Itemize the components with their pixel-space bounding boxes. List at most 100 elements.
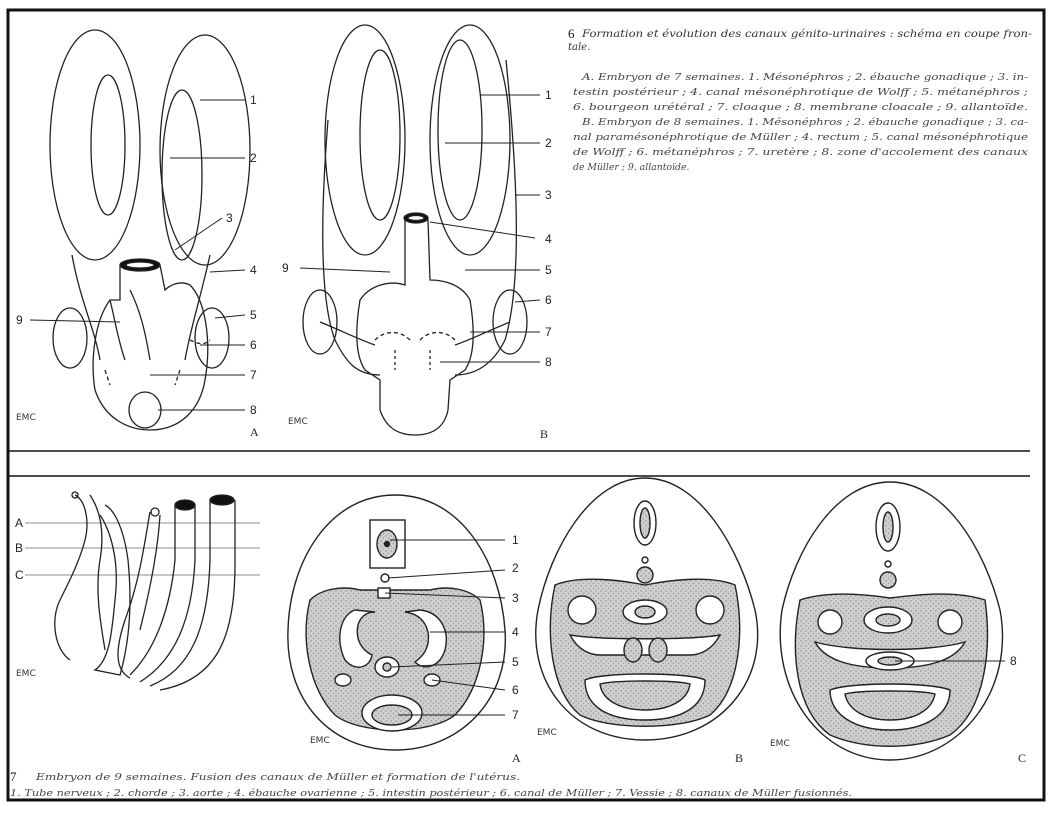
neural-canal-a (385, 542, 390, 547)
tube-sketch-1 (130, 505, 195, 682)
accolement-b2 (395, 350, 430, 370)
neural-core-c (883, 512, 893, 542)
fig7a-label-3: 3 (512, 591, 519, 605)
fig6a-label-3: 3 (226, 211, 233, 225)
mesonephros-a-left (50, 30, 140, 260)
ureter-b-left (320, 322, 375, 345)
fig6b-label-8: 8 (545, 355, 552, 369)
mesonephros-a-right (160, 35, 250, 265)
tube-top-2 (210, 495, 234, 505)
fig6-legend-line-1: A. Embryon de 7 semaines. 1. Mésonéphros… (581, 72, 1028, 83)
fig6a-label-8: 8 (250, 403, 257, 417)
gonad-a-right (162, 90, 202, 260)
hindgut-lumen-a (126, 262, 154, 268)
fig6a-label-7: 7 (250, 368, 257, 382)
fig6a-panel-letter: A (250, 425, 259, 439)
duct-tip (151, 508, 159, 516)
muller-b-right (455, 60, 516, 375)
aorta-b (637, 567, 653, 583)
muller-left-b (624, 638, 642, 662)
fig7a-emc-logo: EMC (310, 736, 330, 746)
fig7b-emc-logo: EMC (537, 728, 557, 738)
fig6a-label-2: 2 (250, 151, 257, 165)
fig7a-label-2: 2 (512, 561, 519, 575)
aorta-c (880, 572, 896, 588)
muller-duct-sketch (55, 495, 105, 660)
hindgut-lumen-a2 (383, 663, 391, 671)
fig6a-label-4: 4 (250, 263, 257, 277)
fig7-caption: 7 Embryon de 9 semaines. Fusion des cana… (10, 769, 852, 799)
fig6-legend-line-2: testin postérieur ; 4. canal mésonéphrot… (573, 87, 1028, 98)
ovary-sketch (95, 505, 130, 675)
fig6b-label-2: 2 (545, 136, 552, 150)
fig7-level-b: B (15, 541, 23, 555)
fig7-legend: 1. Tube nerveux ; 2. chorde ; 3. aorte ;… (10, 788, 852, 799)
cloaca-a (93, 265, 208, 430)
ovary-left-c (818, 610, 842, 634)
fig6-panel-a (50, 30, 250, 430)
fig6-legend-line-6: de Wolff ; 6. métanéphros ; 7. uretère ;… (573, 147, 1029, 158)
fig6b-label-1: 1 (545, 88, 552, 102)
gut-core-c (876, 614, 900, 626)
fig6-caption: 6 Formation et évolution des canaux géni… (568, 26, 1033, 173)
fig7a-label-7: 7 (512, 708, 519, 722)
fig6-b-leaders (300, 95, 540, 362)
fig7-level-c: C (15, 568, 24, 582)
ureteric-bud-a2 (105, 370, 180, 385)
metanephros-a-left (53, 308, 87, 368)
notochord-c (885, 561, 891, 567)
fig6-title-1: Formation et évolution des canaux génito… (581, 29, 1033, 40)
fig6-legend-line-3: 6. bourgeon urétéral ; 7. cloaque ; 8. m… (573, 102, 1028, 113)
tube-top-1 (175, 500, 195, 510)
fig6-legend-line-5: nal paramésonéphrotique de Müller ; 4. r… (573, 132, 1029, 143)
mesonephros-b-left (325, 25, 405, 255)
gonad-b-right (438, 40, 482, 220)
membrane-a (129, 392, 161, 428)
ureter-b-right (455, 322, 510, 345)
fig6b-label-9: 9 (282, 261, 289, 275)
fig7-section-a (288, 495, 505, 750)
fig7c-label-8: 8 (1010, 654, 1017, 668)
fig6b-emc-logo: EMC (288, 417, 308, 427)
gut-sketch (118, 512, 160, 678)
fig7a-label-1: 1 (512, 533, 519, 547)
wolff-a-left (72, 255, 100, 360)
wolff-a-right (185, 255, 210, 360)
fig6-a-leaders (30, 100, 245, 410)
gonad-a-left (91, 75, 125, 215)
fig6-title-2: tale. (568, 42, 590, 53)
fig7-level-a: A (15, 516, 23, 530)
fig6a-label-5: 5 (250, 308, 257, 322)
rectum-lumen-b (408, 216, 424, 221)
fig7-section-c (780, 482, 1002, 760)
fig6-legend-line-4: B. Embryon de 8 semaines. 1. Mésonéphros… (581, 117, 1028, 128)
fig6b-label-6: 6 (545, 293, 552, 307)
notochord-b (642, 557, 648, 563)
fig7c-panel-letter: C (1018, 751, 1026, 765)
fig7a-label-6: 6 (512, 683, 519, 697)
fig7c-emc-logo: EMC (770, 739, 790, 749)
fig7a-label-4: 4 (512, 625, 519, 639)
fig6a-label-6: 6 (250, 338, 257, 352)
fig6a-label-9: 9 (16, 313, 23, 327)
fig6b-panel-letter: B (540, 427, 548, 441)
fig7-section-b (536, 478, 758, 740)
ovary-left-b (568, 596, 596, 624)
fig7b-panel-letter: B (735, 751, 743, 765)
muller-left-a (335, 674, 351, 686)
accolement-b (375, 333, 455, 341)
muller-right-b (649, 638, 667, 662)
fig7-title: Embryon de 9 semaines. Fusion des canaux… (35, 772, 520, 783)
ovary-right-c (938, 610, 962, 634)
gut-core-b (635, 606, 655, 618)
fig6b-label-4: 4 (545, 232, 552, 246)
fig7-number: 7 (10, 769, 17, 784)
fig6b-label-3: 3 (545, 188, 552, 202)
notochord-a (381, 574, 389, 582)
fig6a-emc-logo: EMC (16, 413, 36, 423)
fig7-duct-sketch (25, 492, 260, 690)
fig6a-label-1: 1 (250, 93, 257, 107)
fig6b-label-5: 5 (545, 263, 552, 277)
